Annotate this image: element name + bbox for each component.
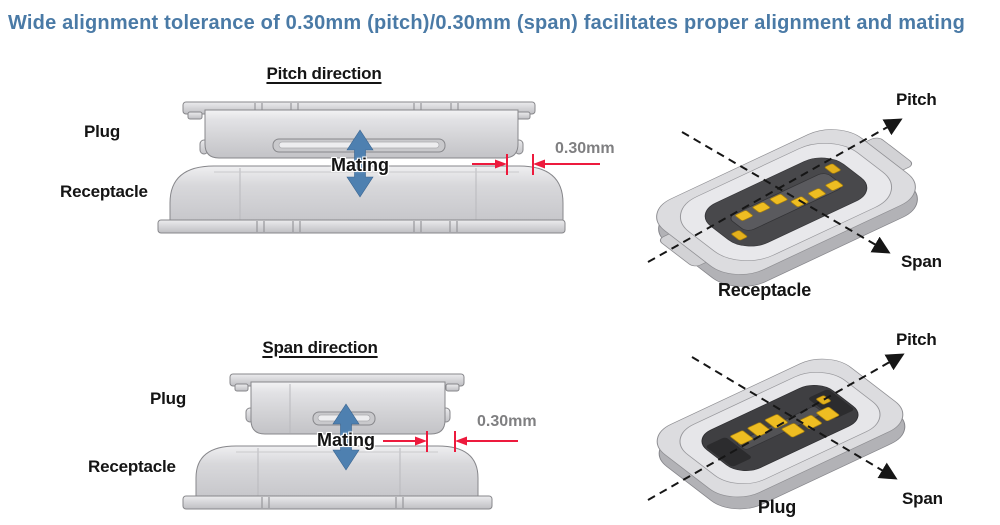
- mating-arrow-icon-pitch: [346, 129, 374, 198]
- span-receptacle-drawing: [182, 445, 493, 510]
- pitch-axis-label-receptacle: Pitch: [896, 90, 937, 109]
- plug-iso-caption: Plug: [757, 497, 797, 517]
- receptacle-label-pitch: Receptacle: [60, 182, 148, 201]
- pitch-axis-arrow-icon-plug: [647, 353, 905, 501]
- pitch-axis-label-plug: Pitch: [896, 330, 937, 349]
- tolerance-label-pitch: 0.30mm: [555, 140, 615, 157]
- mating-label-pitch: Mating: [331, 155, 389, 175]
- mating-arrow-icon-span: [332, 403, 360, 471]
- span-axis-label-plug: Span: [902, 489, 943, 508]
- dimension-lines-span: [383, 431, 518, 452]
- span-section-heading: Span direction: [262, 338, 378, 357]
- dimension-lines-pitch: [472, 154, 600, 175]
- mating-label-span: Mating: [317, 430, 375, 450]
- receptacle-iso-drawing: [647, 118, 918, 287]
- receptacle-iso-caption: Receptacle: [717, 280, 812, 300]
- tolerance-label-span: 0.30mm: [477, 413, 537, 430]
- plug-label-pitch: Plug: [84, 122, 121, 141]
- pitch-receptacle-drawing: [157, 165, 566, 234]
- receptacle-label-span: Receptacle: [88, 457, 176, 476]
- span-axis-arrow-icon-plug: [691, 356, 898, 480]
- pitch-section-heading: Pitch direction: [266, 64, 382, 83]
- plug-iso-drawing: [647, 353, 906, 510]
- plug-label-span: Plug: [150, 389, 187, 408]
- span-axis-label-receptacle: Span: [901, 252, 942, 271]
- page-title: Wide alignment tolerance of 0.30mm (pitc…: [8, 12, 965, 34]
- pitch-axis-arrow-icon-receptacle: [647, 118, 903, 263]
